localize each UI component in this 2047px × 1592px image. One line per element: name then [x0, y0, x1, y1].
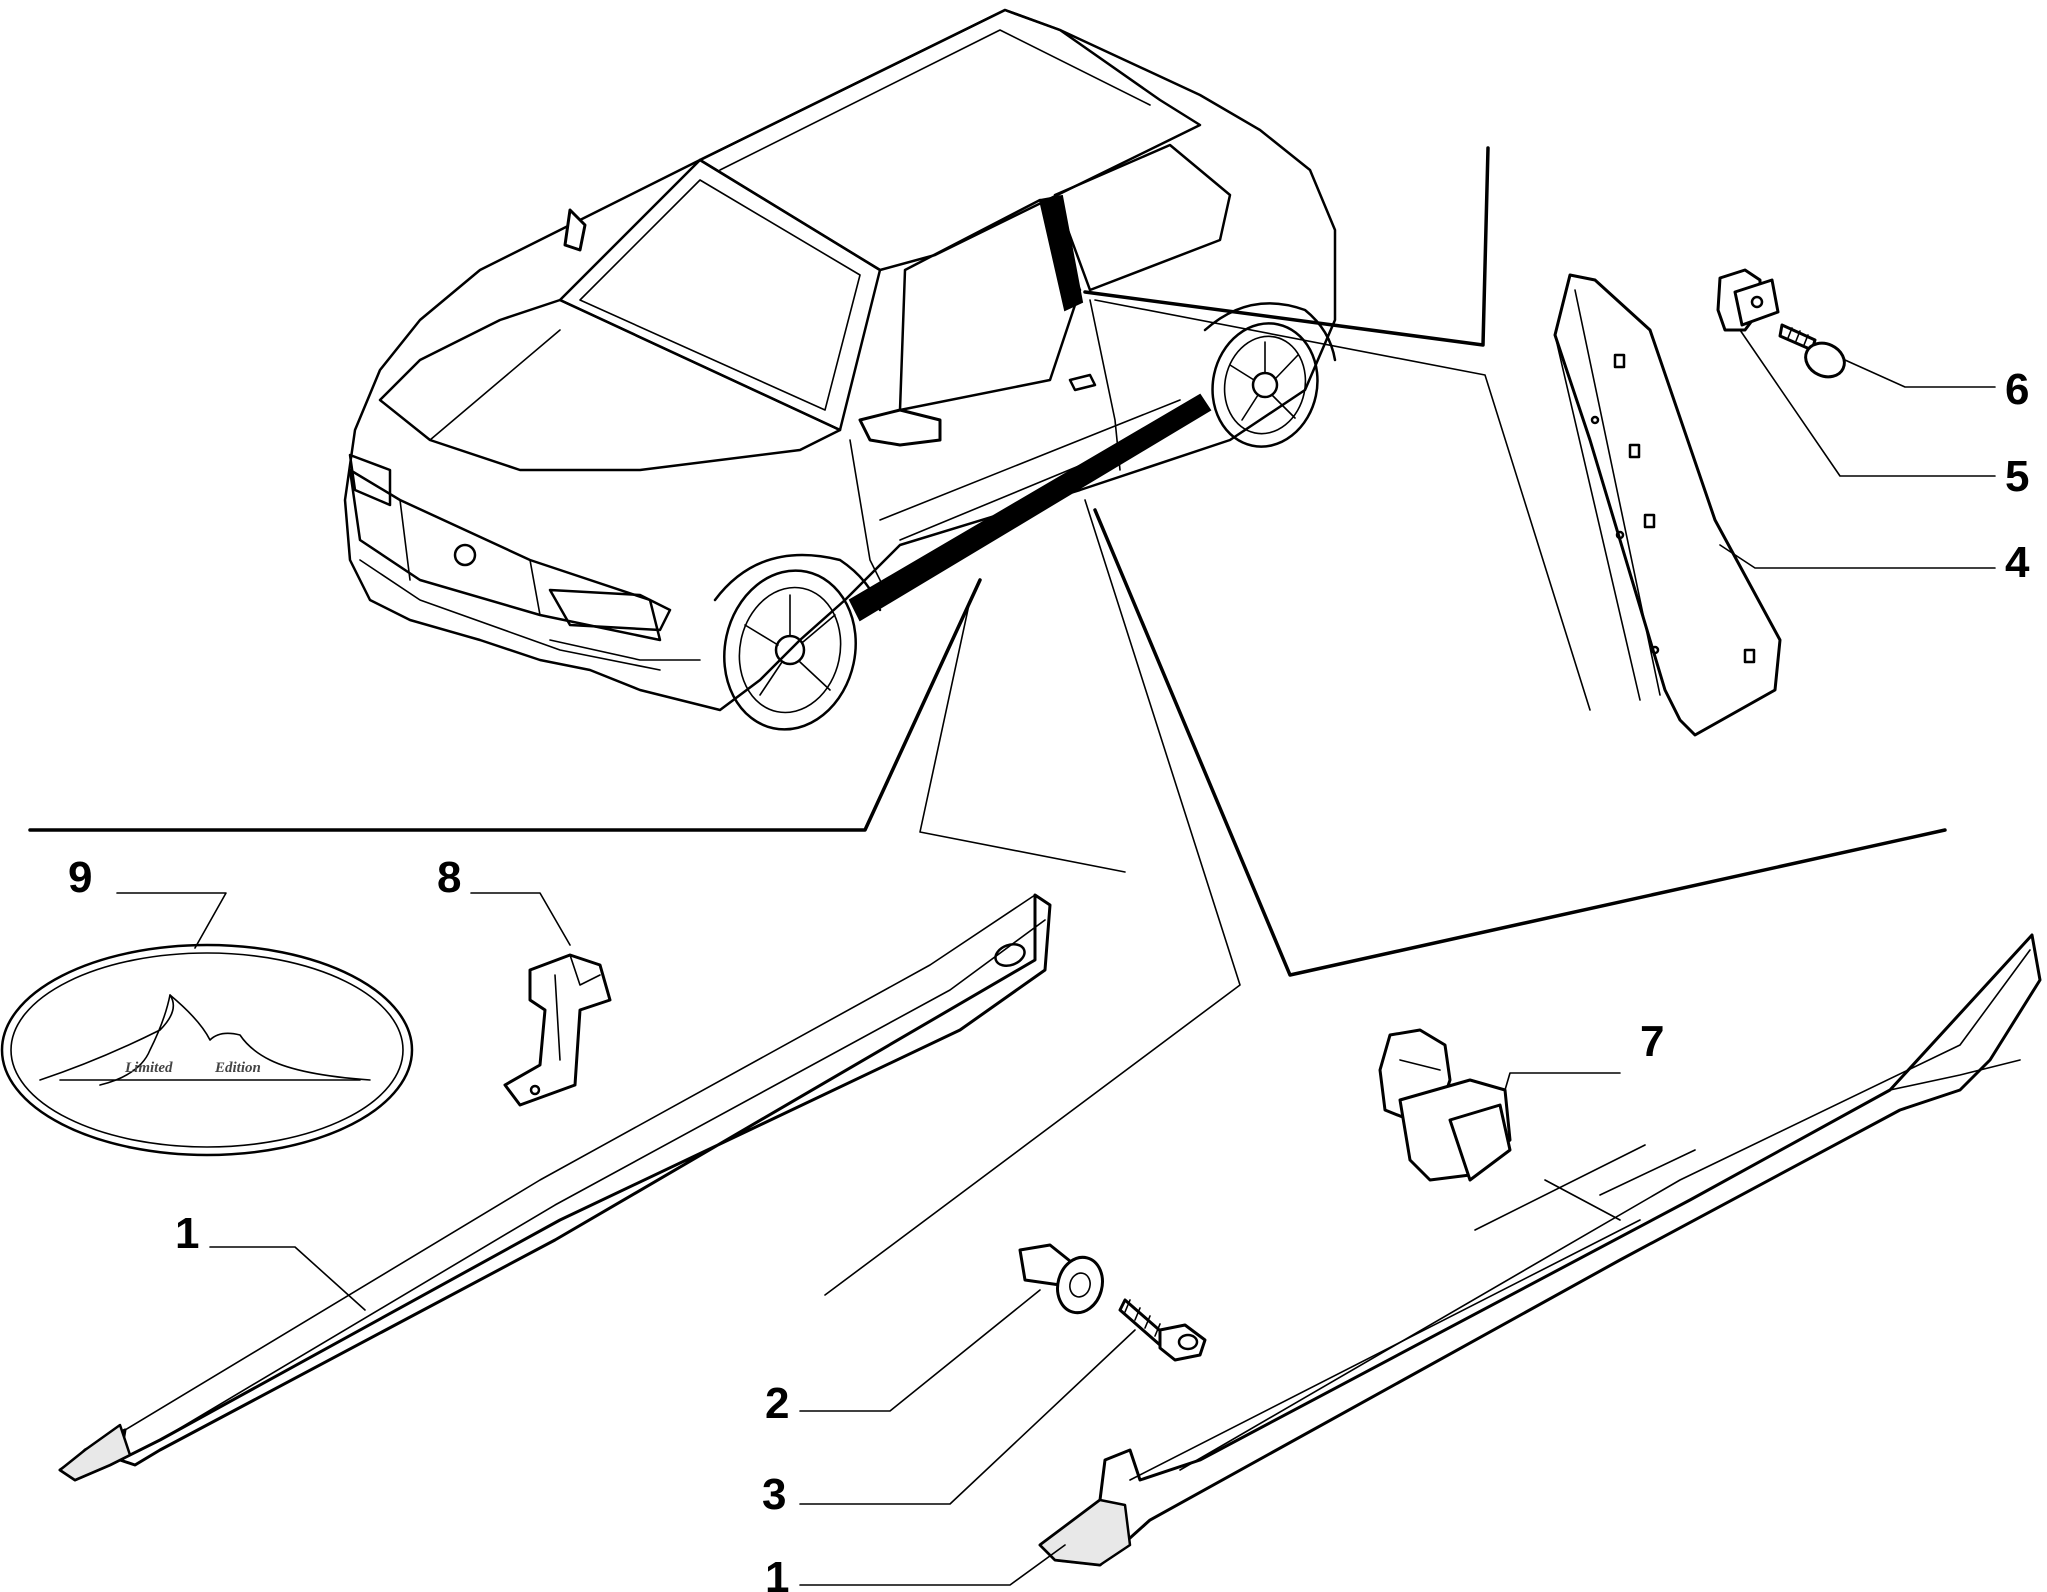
part-2-stud	[1018, 1243, 1104, 1315]
badge-text-edition: Edition	[214, 1060, 261, 1076]
part-1-side-skirt-right	[1038, 933, 2042, 1567]
label-4: 4	[2005, 538, 2030, 587]
car-illustration	[343, 8, 1337, 731]
part-3-bolt	[1118, 1298, 1207, 1362]
part-4-pillar-trim	[1553, 273, 1782, 737]
label-1-bottom: 1	[765, 1553, 789, 1592]
label-2: 2	[765, 1379, 789, 1428]
part-5-clip	[1716, 268, 1780, 332]
label-3: 3	[762, 1470, 786, 1519]
label-1-left: 1	[175, 1209, 199, 1258]
part-7-push-clip	[1378, 1028, 1512, 1182]
badge-text-limited: Limited	[124, 1060, 173, 1076]
label-7: 7	[1640, 1017, 1664, 1066]
label-8: 8	[437, 853, 461, 902]
label-5: 5	[2005, 452, 2029, 501]
part-6-screw	[1778, 323, 1846, 379]
section-lines	[28, 146, 1947, 1296]
part-8-bracket	[503, 953, 612, 1107]
callout-numbers: 9 8 1 2 3 1 7 4 5 6	[68, 365, 2030, 1592]
label-9: 9	[68, 853, 92, 902]
part-1-side-skirt-left	[58, 893, 1052, 1482]
part-9-badge: Limited Edition	[0, 943, 414, 1157]
callout-leaders	[116, 329, 1996, 1586]
label-6: 6	[2005, 365, 2029, 414]
